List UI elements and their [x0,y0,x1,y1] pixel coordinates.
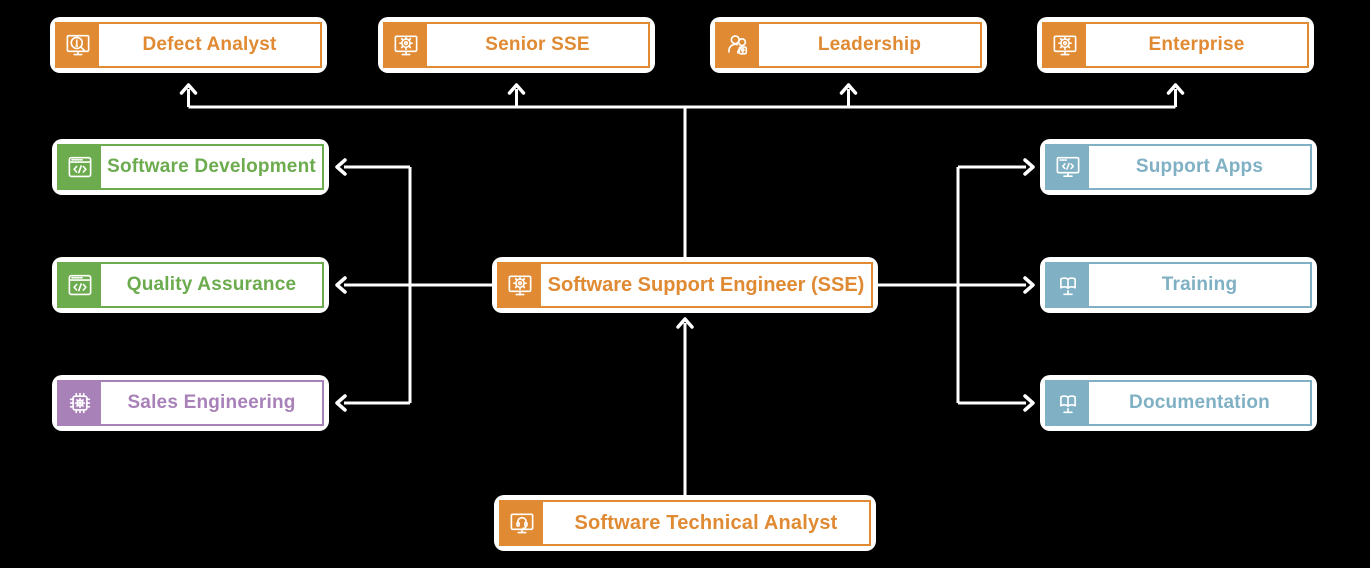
chip-gear-icon [59,382,101,424]
people-badge-icon [717,24,759,66]
node-software-development: Software Development [52,139,329,195]
node-senior-sse: Senior SSE [378,17,655,73]
node-label: Software Support Engineer (SSE) [547,273,865,296]
node-label: Enterprise [1148,34,1245,55]
arrowhead-documentation [1023,394,1035,412]
arrowhead-support-apps [1023,158,1035,176]
monitor-gear-icon [385,24,427,66]
node-frame: Training [1045,262,1312,308]
bottom-connector [676,317,694,495]
node-label: Quality Assurance [126,274,297,295]
node-frame: Senior SSE [383,22,650,68]
top-connectors [179,83,1185,257]
node-frame: Sales Engineering [57,380,324,426]
node-defect-analyst: Defect Analyst [50,17,327,73]
node-frame: Enterprise [1042,22,1309,68]
arrowhead-leadership [839,83,858,95]
arrowhead-defect-analyst [179,83,198,95]
left-connectors [335,158,492,412]
browser-code-icon [59,146,101,188]
node-sales-engineering: Sales Engineering [52,375,329,431]
node-label: Senior SSE [485,34,590,55]
node-label: Leadership [817,34,922,55]
node-frame: Software Technical Analyst [499,500,871,546]
node-enterprise: Enterprise [1037,17,1314,73]
node-label: Software Technical Analyst [574,511,838,534]
monitor-search-icon [57,24,99,66]
node-label: Sales Engineering [127,392,296,413]
node-label: Documentation [1129,392,1270,413]
node-frame: Software Development [57,144,324,190]
book-monitor-icon [1047,264,1089,306]
node-label: Software Development [107,156,316,177]
arrowhead-training [1023,276,1035,294]
arrowhead-senior-sse [507,83,526,95]
node-software-technical-analyst: Software Technical Analyst [494,495,876,551]
right-connectors [878,158,1035,412]
node-label: Defect Analyst [142,34,277,55]
arrowhead-software-development [335,158,347,176]
node-label: Training [1161,274,1238,295]
monitor-gear-icon [499,264,541,306]
node-quality-assurance: Quality Assurance [52,257,329,313]
monitor-gear-icon [1044,24,1086,66]
node-frame: Support Apps [1045,144,1312,190]
node-frame: Quality Assurance [57,262,324,308]
node-frame: Defect Analyst [55,22,322,68]
monitor-headset-icon [501,502,543,544]
arrowhead-quality-assurance [335,276,347,294]
arrowhead-sse-bottom [676,317,694,329]
node-leadership: Leadership [710,17,987,73]
book-monitor-icon [1047,382,1089,424]
arrowhead-sales-engineering [335,394,347,412]
node-documentation: Documentation [1040,375,1317,431]
browser-code-icon [59,264,101,306]
node-support-apps: Support Apps [1040,139,1317,195]
node-sse: Software Support Engineer (SSE) [492,257,878,313]
node-frame: Software Support Engineer (SSE) [497,262,873,308]
node-label: Support Apps [1135,156,1264,177]
node-training: Training [1040,257,1317,313]
arrowhead-enterprise [1166,83,1185,95]
monitor-code-icon [1047,146,1089,188]
node-frame: Documentation [1045,380,1312,426]
node-frame: Leadership [715,22,982,68]
